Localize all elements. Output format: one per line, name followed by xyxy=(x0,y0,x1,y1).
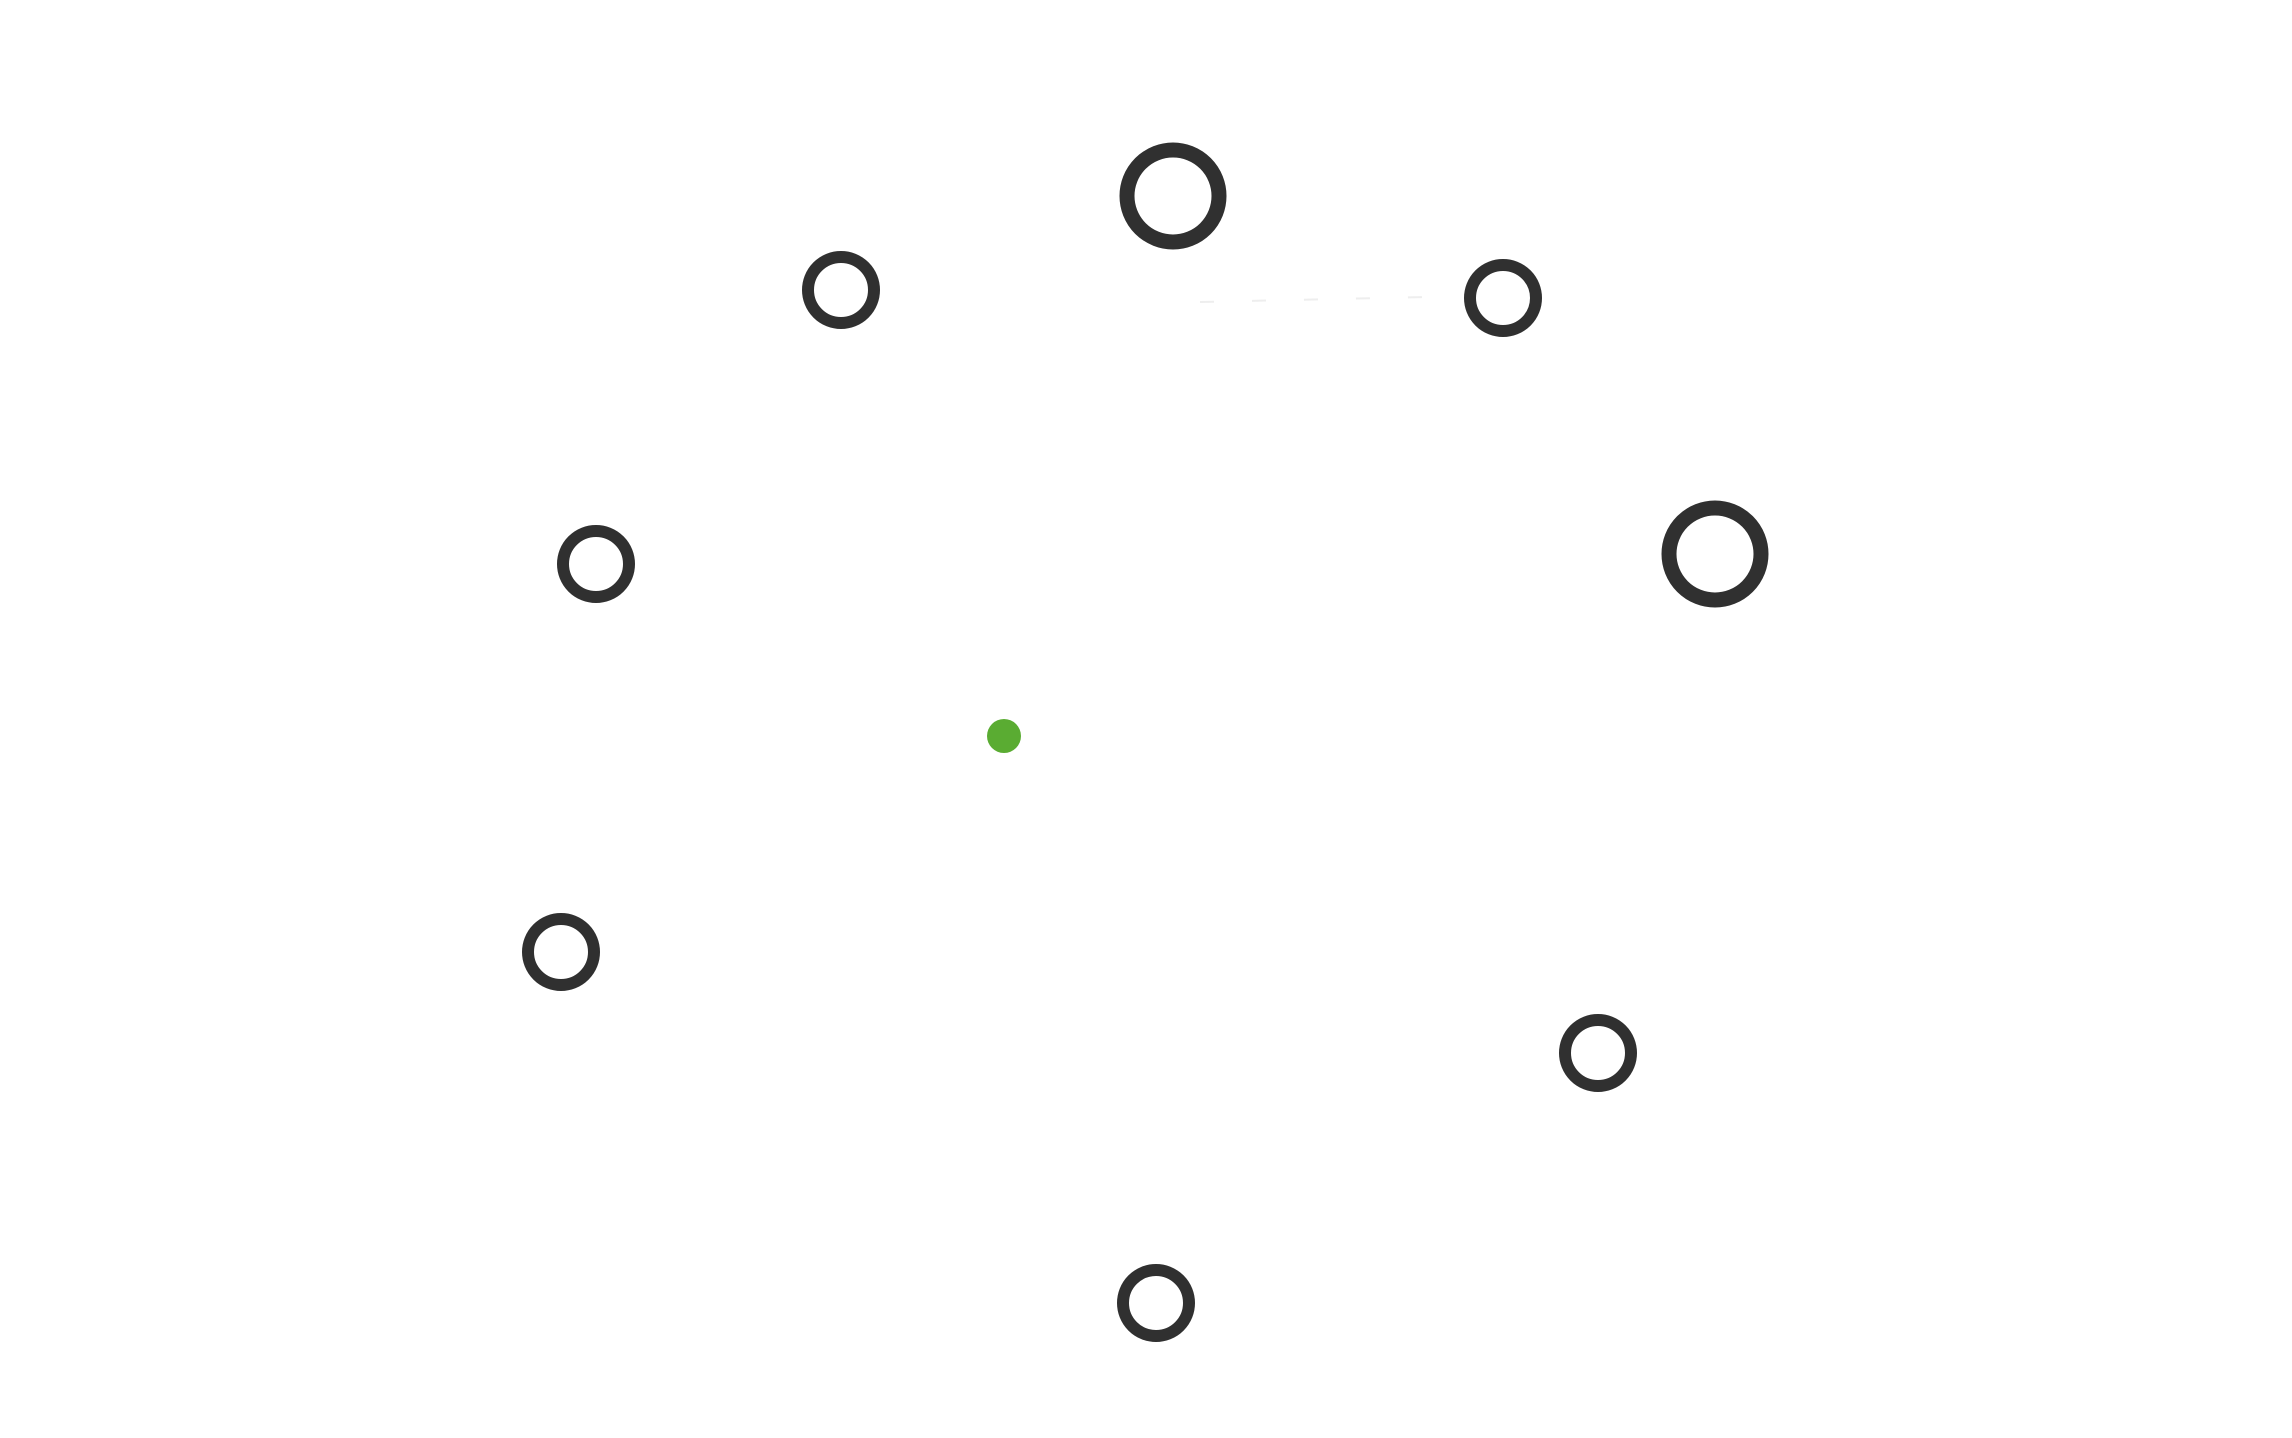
target-ring-t3[interactable] xyxy=(1464,259,1542,337)
target-ring-t5[interactable] xyxy=(557,525,635,603)
target-ring-t2[interactable] xyxy=(802,251,880,329)
target-ring-t6[interactable] xyxy=(522,913,600,991)
target-ring-t8[interactable] xyxy=(1117,1264,1195,1342)
faint-dashed-trail xyxy=(1199,296,1426,303)
target-ring-t4[interactable] xyxy=(1661,500,1769,608)
target-ring-t7[interactable] xyxy=(1559,1014,1637,1092)
target-ring-t1[interactable] xyxy=(1119,142,1227,250)
player-dot xyxy=(987,719,1021,753)
